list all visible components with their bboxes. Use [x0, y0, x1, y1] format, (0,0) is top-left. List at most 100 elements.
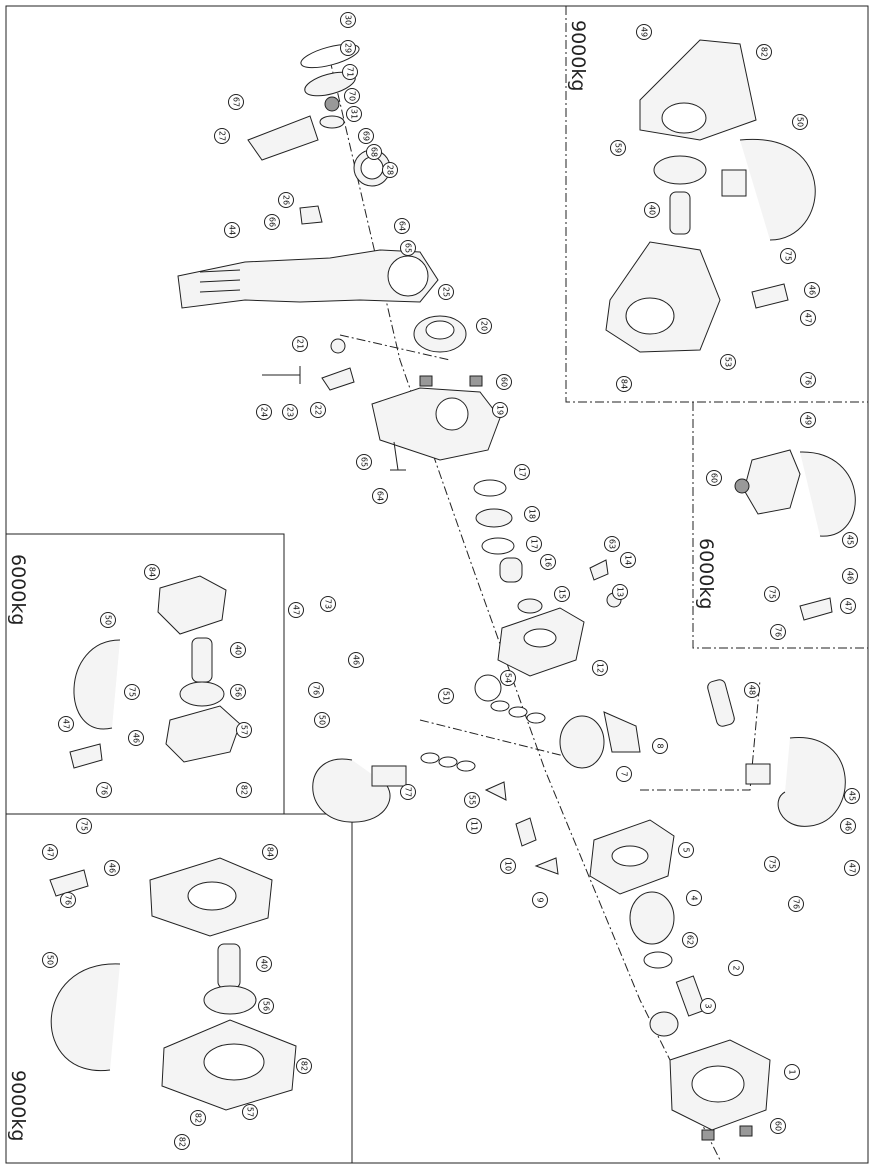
- hook-pin: [707, 679, 735, 727]
- callout-75b: 75: [780, 248, 796, 264]
- ratchet-cap-bore: [360, 156, 384, 180]
- callout-circle: [358, 128, 374, 144]
- bottom-hook-block: [371, 765, 407, 787]
- callout-circle: [720, 354, 736, 370]
- callout-23: 23: [282, 404, 298, 420]
- callout-number: 1: [788, 1069, 797, 1074]
- callout-circle: [706, 470, 722, 486]
- callout-number: 40: [234, 645, 243, 655]
- callout-25: 25: [438, 284, 454, 300]
- callout-circle: [282, 404, 298, 420]
- callout-26: 26: [278, 192, 294, 208]
- callout-59: 59: [610, 140, 626, 156]
- callout-circle: [526, 536, 542, 552]
- callout-circle: [340, 40, 356, 56]
- callout-60c: 60: [706, 470, 722, 486]
- callout-75d: 75: [124, 684, 140, 700]
- callout-number: 9: [536, 897, 545, 902]
- callout-circle: [612, 584, 628, 600]
- callout-number: 26: [282, 195, 291, 205]
- callout-56a: 56: [230, 684, 246, 700]
- callout-circle: [60, 892, 76, 908]
- callout-number: 44: [228, 225, 237, 235]
- callout-number: 69: [362, 131, 371, 141]
- callout-circle: [764, 856, 780, 872]
- callout-number: 31: [350, 109, 359, 119]
- callout-number: 75: [768, 589, 777, 599]
- callout-number: 60: [710, 473, 719, 483]
- callout-circle: [840, 818, 856, 834]
- callout-50a: 50: [314, 712, 330, 728]
- callout-number: 75: [768, 859, 777, 869]
- callout-circle: [356, 454, 372, 470]
- callout-number: 71: [346, 67, 355, 77]
- callout-84c: 84: [262, 844, 278, 860]
- callout-number: 82: [178, 1137, 187, 1147]
- gearbox-nut-a: [701, 1129, 715, 1141]
- callout-number: 66: [268, 217, 277, 227]
- callout-22: 22: [310, 402, 326, 418]
- callout-48: 48: [744, 682, 760, 698]
- panel-weight-right-mid: 6000kg: [695, 538, 717, 609]
- lb-bearing: [203, 985, 257, 1015]
- callout-82b: 82: [236, 782, 252, 798]
- callout-number: 11: [470, 821, 479, 831]
- callout-47b: 47: [844, 860, 860, 876]
- callout-number: 17: [530, 539, 539, 549]
- callout-12: 12: [592, 660, 608, 676]
- callout-number: 70: [348, 91, 357, 101]
- callout-number: 60: [774, 1121, 783, 1131]
- callout-circle: [96, 782, 112, 798]
- callout-63: 63: [604, 536, 620, 552]
- callout-number: 40: [260, 959, 269, 969]
- callout-50b: 50: [792, 114, 808, 130]
- callout-17b: 17: [526, 536, 542, 552]
- snap-ring: [643, 951, 673, 969]
- brake-ratchet: [475, 508, 513, 528]
- callout-circle: [616, 376, 632, 392]
- callout-number: 10: [504, 861, 513, 871]
- callout-number: 28: [386, 165, 395, 175]
- callout-number: 8: [656, 743, 665, 748]
- lb-latch: [49, 869, 89, 897]
- callout-number: 76: [792, 899, 801, 909]
- callout-circle: [104, 860, 120, 876]
- callout-circle: [438, 284, 454, 300]
- callout-51: 51: [438, 688, 454, 704]
- callout-number: 54: [504, 673, 513, 683]
- callout-number: 47: [804, 313, 813, 323]
- callout-number: 25: [442, 287, 451, 297]
- callout-number: 47: [848, 863, 857, 873]
- callout-circle: [296, 1058, 312, 1074]
- callout-73a: 73: [320, 596, 336, 612]
- callout-circle: [382, 162, 398, 178]
- handle-ring: [387, 255, 429, 297]
- callout-circle: [242, 1104, 258, 1120]
- callout-40c: 40: [256, 956, 272, 972]
- callout-circle: [784, 1064, 800, 1080]
- pawl: [321, 367, 355, 391]
- callout-30: 30: [340, 12, 356, 28]
- callout-46c: 46: [804, 282, 820, 298]
- callout-76e: 76: [96, 782, 112, 798]
- callout-circle: [258, 998, 274, 1014]
- callout-number: 47: [844, 601, 853, 611]
- spur-gear: [649, 1011, 679, 1037]
- lb-upper-plate-bore: [187, 881, 237, 911]
- callout-29: 29: [340, 40, 356, 56]
- callout-76b: 76: [788, 896, 804, 912]
- callout-number: 13: [616, 587, 625, 597]
- chain-guide: [603, 711, 641, 753]
- callout-number: 21: [296, 339, 305, 349]
- callout-number: 56: [262, 1001, 271, 1011]
- tr-hook-shank: [721, 169, 747, 197]
- callout-49a: 49: [636, 24, 652, 40]
- callout-9: 9: [532, 892, 548, 908]
- callout-circle: [592, 660, 608, 676]
- callout-17a: 17: [514, 464, 530, 480]
- callout-60b: 60: [770, 1118, 786, 1134]
- callout-circle: [770, 1118, 786, 1134]
- callout-circle: [224, 222, 240, 238]
- rm-hook-block: [743, 449, 801, 515]
- callout-number: 65: [360, 457, 369, 467]
